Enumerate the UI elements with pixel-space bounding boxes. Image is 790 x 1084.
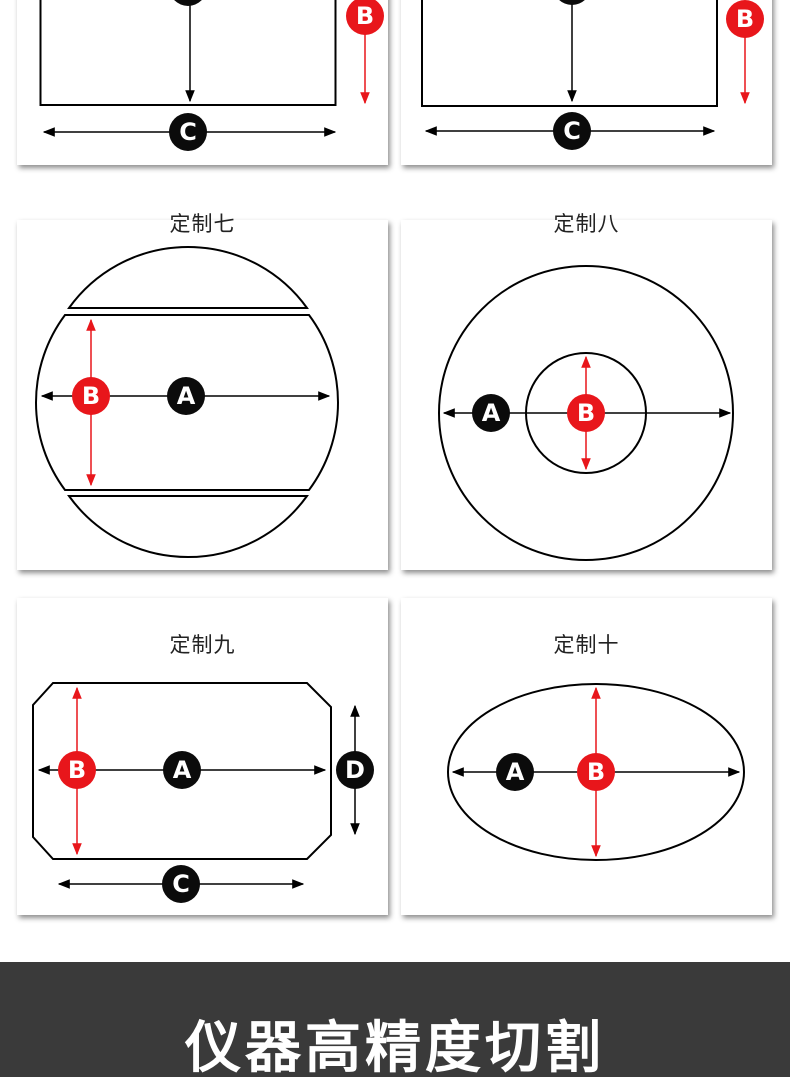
badge-c: C	[162, 865, 200, 903]
shape-card-custom-8: 定制八 A B	[401, 212, 772, 570]
badge-a: A	[472, 394, 510, 432]
banner-title: 仪器高精度切割	[185, 1016, 605, 1081]
shape-card-custom-7: 定制七 A B	[17, 212, 388, 570]
shape-card-custom-10: 定制十 A B	[401, 598, 772, 915]
card-title: 定制九	[169, 633, 236, 657]
rectangle-outline	[39, 0, 337, 106]
main-body	[35, 314, 339, 491]
banner: 仪器高精度切割	[0, 962, 790, 1081]
badge-c: C	[169, 113, 207, 151]
badge-a: A	[496, 753, 534, 791]
badge-a: A	[163, 751, 201, 789]
card-title: 定制八	[553, 212, 620, 236]
chamfered-outline	[32, 682, 332, 860]
shape-card-top-right: A B C	[401, 0, 772, 165]
badge-b: B	[346, 0, 384, 35]
badge-b: B	[72, 377, 110, 415]
badge-b: B	[577, 753, 615, 791]
shape-card-top-left: A B C	[17, 0, 388, 165]
badge-c: C	[553, 112, 591, 150]
badge-b: B	[58, 751, 96, 789]
badge-a: A	[169, 0, 207, 6]
bottom-segment	[67, 495, 309, 559]
outer-circle	[438, 265, 734, 561]
shape-card-custom-9: 定制九 A B C D	[17, 598, 388, 915]
badge-a: A	[167, 377, 205, 415]
rectangle-outline	[421, 0, 718, 107]
ellipse-outline	[447, 683, 745, 861]
badge-b: B	[726, 0, 764, 38]
badge-a: A	[553, 0, 591, 5]
badge-d: D	[336, 751, 374, 789]
top-segment	[67, 245, 309, 309]
card-title: 定制七	[169, 212, 236, 236]
card-title: 定制十	[553, 633, 620, 657]
badge-b: B	[567, 394, 605, 432]
